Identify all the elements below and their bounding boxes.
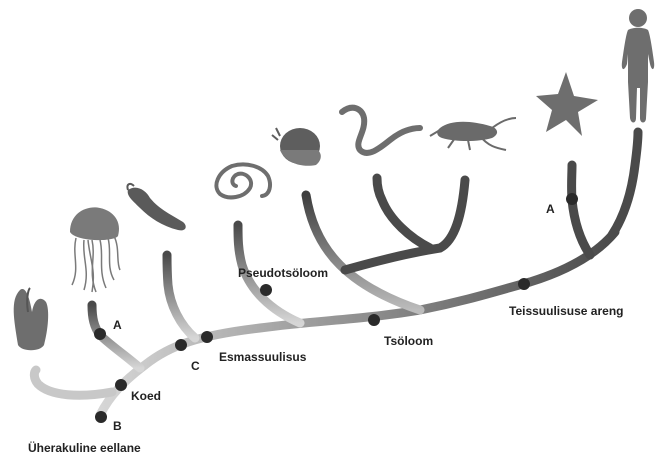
label-marker-c: C: [191, 359, 200, 373]
node-tissues: [115, 379, 127, 391]
organisms: [14, 9, 654, 350]
roundworm-icon: [216, 164, 270, 197]
node-deuterostome: [518, 278, 530, 290]
label-marker-b: B: [113, 419, 122, 433]
annelid-branch: [377, 178, 430, 248]
grasshopper-icon: [430, 118, 516, 150]
starfish-icon: [536, 72, 598, 136]
jellyfish-icon: [70, 207, 120, 292]
flatworm-icon: [127, 184, 185, 230]
label-marker-a-right: A: [546, 202, 555, 216]
snail-icon: [272, 128, 321, 166]
flatworm-branch: [167, 255, 195, 338]
node-origin: [95, 411, 107, 423]
label-coelom: Tsöloom: [384, 334, 433, 348]
human-branch: [612, 132, 638, 235]
label-bilateral: Esmassuulisus: [219, 350, 307, 364]
node-pseudocoelom: [260, 284, 272, 296]
earthworm-icon: [342, 108, 420, 153]
label-tissues: Koed: [131, 389, 161, 403]
label-pseudocoelom: Pseudotsöloom: [238, 266, 328, 280]
starfish-branch: [572, 165, 590, 255]
label-deuterostome: Teissuulisuse areng: [509, 304, 624, 318]
label-marker-a-left: A: [113, 318, 122, 332]
node-c: [175, 339, 187, 351]
node-a-right: [566, 193, 578, 205]
node-a-left: [94, 328, 106, 340]
node-coelom: [368, 314, 380, 326]
tree-nodes: [94, 193, 578, 423]
tree-branches: [34, 132, 638, 415]
sponge-branch: [34, 370, 112, 395]
human-icon: [622, 9, 654, 123]
label-origin: Üherakuline eellane: [28, 440, 141, 455]
node-bilateral: [201, 331, 213, 343]
sponge-icon: [14, 288, 48, 350]
